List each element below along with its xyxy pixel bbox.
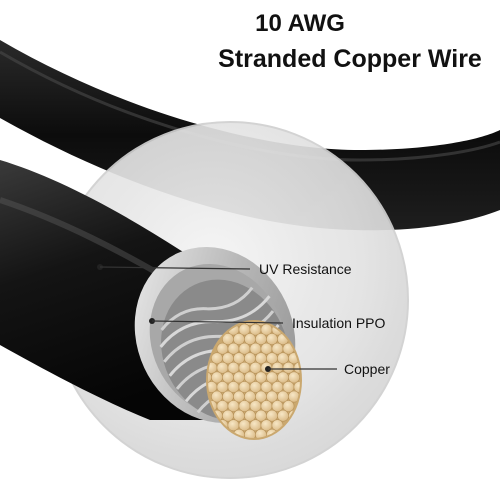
title-product: Stranded Copper Wire <box>218 45 482 73</box>
background-cable <box>0 40 500 231</box>
title-gauge: 10 AWG <box>255 10 345 37</box>
copper-strand <box>282 400 295 412</box>
copper-strand <box>288 371 300 384</box>
callout-uv-resistance: UV Resistance <box>259 261 352 277</box>
callout-insulation-ppo: Insulation PPO <box>292 315 386 331</box>
callout-copper: Copper <box>344 361 390 377</box>
callout-lines <box>97 264 337 372</box>
